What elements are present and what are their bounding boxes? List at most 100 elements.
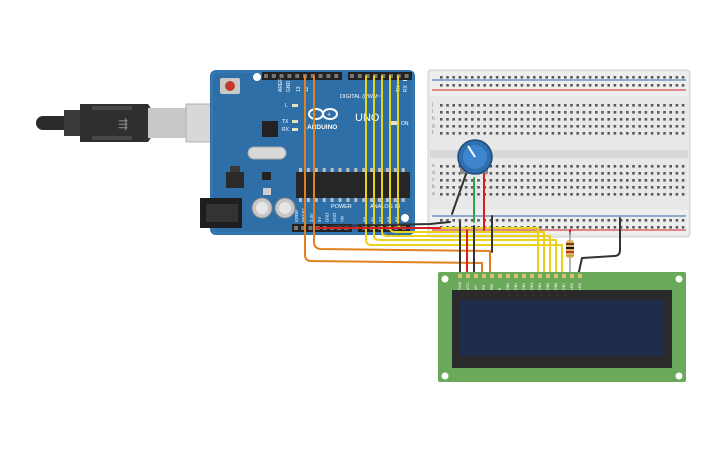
breadboard-hole <box>644 165 648 168</box>
breadboard-hole <box>502 193 505 196</box>
breadboard-hole <box>440 193 443 196</box>
lcd-pin <box>578 274 582 278</box>
breadboard-hole <box>582 118 586 121</box>
breadboard-hole <box>471 219 474 222</box>
breadboard-hole <box>613 84 617 87</box>
breadboard-hole <box>533 179 536 182</box>
wire-orange <box>313 75 491 277</box>
breadboard-hole <box>545 132 548 135</box>
breadboard-hole <box>464 111 468 114</box>
breadboard-hole <box>545 219 548 222</box>
breadboard-hole <box>675 226 679 229</box>
breadboard-hole <box>471 104 474 107</box>
breadboard-hole <box>675 172 679 175</box>
breadboard-hole <box>557 172 561 175</box>
breadboard-hole <box>582 132 586 135</box>
breadboard-hole <box>526 76 530 79</box>
breadboard-hole <box>520 111 524 114</box>
breadboard-hole <box>657 76 660 79</box>
breadboard-hole <box>440 118 443 121</box>
breadboard-hole <box>489 165 493 168</box>
pin-hole <box>271 74 276 78</box>
breadboard-hole <box>514 172 517 175</box>
label-analog-in: ANALOG IN <box>370 204 400 210</box>
breadboard-hole <box>669 125 672 128</box>
breadboard-hole <box>495 76 499 79</box>
breadboard-hole <box>533 172 536 175</box>
breadboard-hole <box>663 219 666 222</box>
breadboard-hole <box>632 125 635 128</box>
breadboard-hole <box>545 84 548 87</box>
breadboard-hole <box>508 125 511 128</box>
potentiometer[interactable] <box>457 139 493 175</box>
chip-leg <box>362 198 366 202</box>
lcd-pin <box>482 274 486 278</box>
breadboard-hole <box>440 172 443 175</box>
mounting-hole <box>675 275 683 283</box>
breadboard-hole <box>576 219 579 222</box>
label-on: ON <box>401 121 409 127</box>
breadboard-hole <box>681 104 685 107</box>
chip-leg <box>314 198 318 202</box>
breadboard-hole <box>595 165 598 168</box>
pin-hole <box>381 74 386 78</box>
breadboard-hole <box>564 104 567 107</box>
breadboard-hole <box>477 186 480 189</box>
breadboard-hole <box>489 132 493 135</box>
breadboard-hole <box>607 219 610 222</box>
breadboard-hole <box>533 132 536 135</box>
label-gnd: GND <box>286 81 292 93</box>
breadboard-hole <box>657 193 660 196</box>
breadboard-hole <box>632 84 635 87</box>
breadboard-hole <box>675 165 679 168</box>
breadboard-hole <box>508 118 511 121</box>
arduino-uno-board[interactable]: AREF GND 13 12 DIGITAL (PWM~) TX RX L TX… <box>200 70 415 235</box>
breadboard-hole <box>632 132 635 135</box>
breadboard-hole <box>607 172 610 175</box>
breadboard-hole <box>452 165 455 168</box>
breadboard-hole <box>458 179 462 182</box>
breadboard-hole <box>601 186 604 189</box>
breadboard-hole <box>601 193 604 196</box>
breadboard-hole <box>508 219 511 222</box>
breadboard-hole <box>508 172 511 175</box>
mounting-hole <box>675 372 683 380</box>
row-label: g <box>432 123 435 129</box>
breadboard-hole <box>483 111 486 114</box>
breadboard-hole <box>650 111 654 114</box>
breadboard-hole <box>526 219 530 222</box>
breadboard-hole <box>508 76 511 79</box>
breadboard-hole <box>570 179 573 182</box>
breadboard-hole <box>663 111 666 114</box>
breadboard-hole <box>607 186 610 189</box>
breadboard-hole <box>539 125 542 128</box>
label-tx: TX <box>282 119 289 125</box>
breadboard-hole <box>477 132 480 135</box>
breadboard-hole <box>638 172 641 175</box>
lcd-pin <box>490 274 494 278</box>
breadboard-hole <box>632 193 635 196</box>
breadboard-hole <box>588 219 592 222</box>
lcd-pin <box>562 274 566 278</box>
breadboard-hole <box>502 76 505 79</box>
breadboard-hole <box>632 186 635 189</box>
breadboard-hole <box>495 118 499 121</box>
pin-hole <box>310 74 315 78</box>
breadboard-hole <box>520 172 524 175</box>
breadboard-hole <box>650 179 654 182</box>
breadboard-hole <box>644 219 648 222</box>
resistor[interactable] <box>566 232 574 276</box>
breadboard-hole <box>520 76 524 79</box>
breadboard-hole <box>675 118 679 121</box>
breadboard-hole <box>440 104 443 107</box>
chip-leg <box>314 168 318 172</box>
breadboard-hole <box>576 172 579 175</box>
breadboard-hole <box>495 219 499 222</box>
breadboard-hole <box>564 179 567 182</box>
breadboard-hole <box>632 172 635 175</box>
breadboard-hole <box>520 118 524 121</box>
breadboard-hole <box>607 84 610 87</box>
breadboard-hole <box>526 104 530 107</box>
breadboard-hole <box>564 193 567 196</box>
